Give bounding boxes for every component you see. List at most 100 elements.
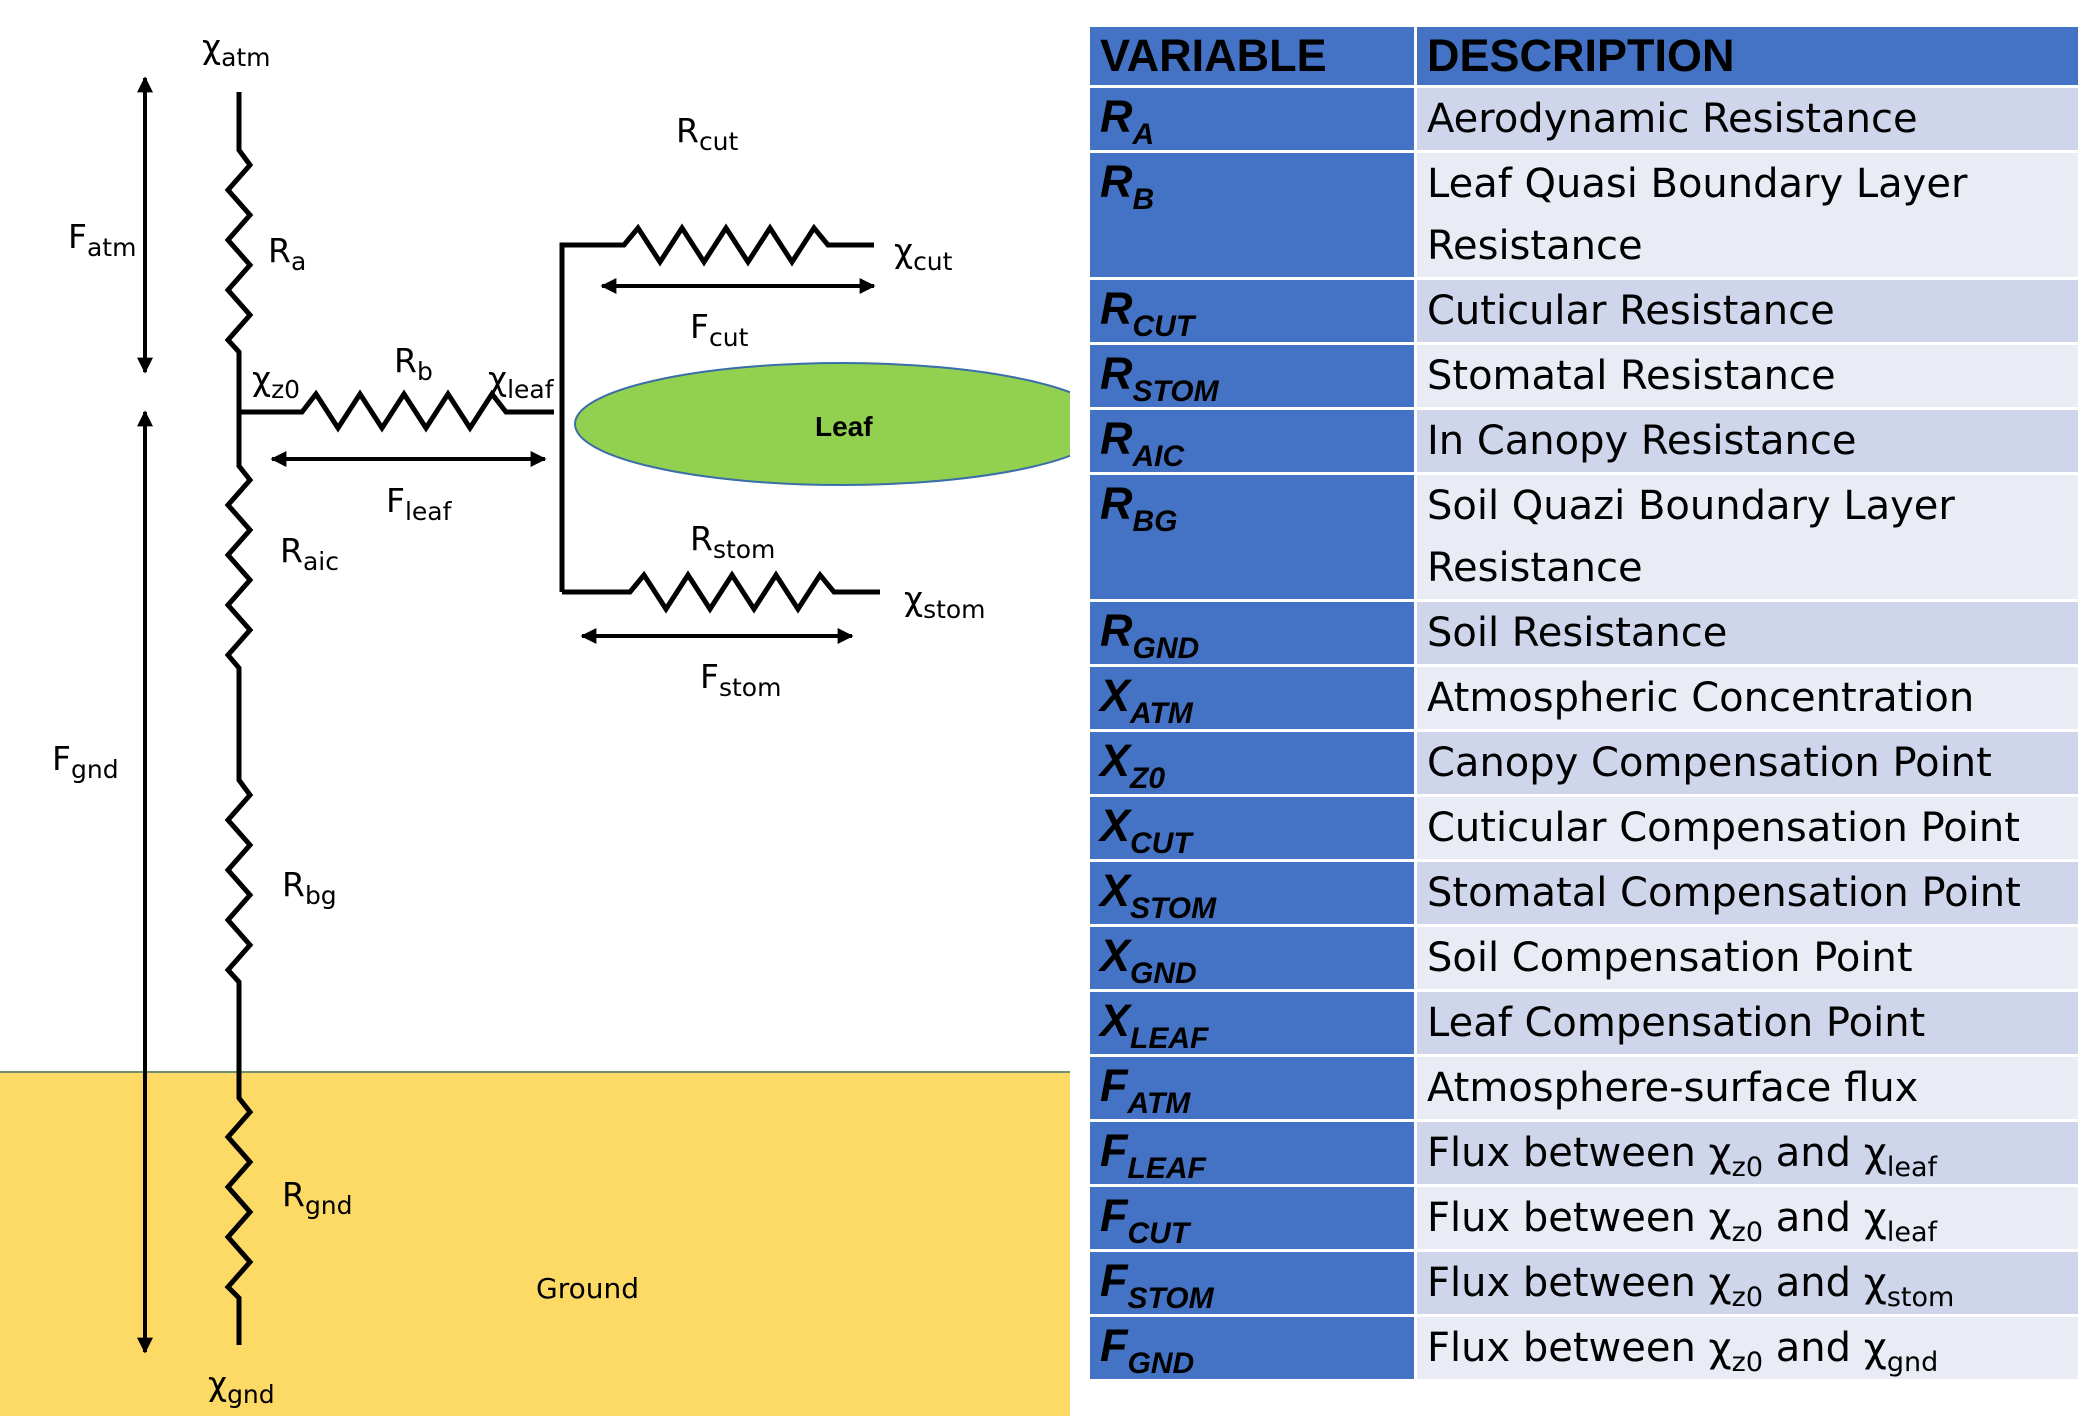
description-cell: In Canopy Resistance xyxy=(1414,407,2078,475)
flux-label-cut: Fcut xyxy=(690,307,749,352)
variable-cell: XATM xyxy=(1087,664,1417,732)
variable-cell: RGND xyxy=(1087,599,1417,667)
variable-cell: XZ0 xyxy=(1087,729,1417,797)
description-text: Cuticular Compensation Point xyxy=(1427,805,2020,851)
variable-cell: FGND xyxy=(1087,1314,1417,1382)
variable-cell: FCUT xyxy=(1087,1184,1417,1252)
description-cell: Stomatal Resistance xyxy=(1414,342,2078,410)
description-text: Atmosphere-surface flux xyxy=(1427,1065,1919,1111)
variable-symbol: R xyxy=(1100,478,1133,529)
header-description: DESCRIPTION xyxy=(1414,24,2078,88)
variable-subscript: CUT xyxy=(1130,827,1192,860)
description-symbol-a-sub: z0 xyxy=(1731,1152,1764,1183)
variable-symbol: F xyxy=(1100,1060,1128,1111)
variable-cell: RB xyxy=(1087,150,1417,280)
resistor-label-stom: Rstom xyxy=(690,519,775,564)
description-cell: Stomatal Compensation Point xyxy=(1414,859,2078,927)
flux-label-gnd: Fgnd xyxy=(52,739,119,784)
description-symbol-b-sub: stom xyxy=(1886,1282,1955,1313)
description-symbol-b: χ xyxy=(1863,1130,1887,1176)
description-text: Leaf Quasi Boundary Layer Resistance xyxy=(1427,161,1968,269)
description-text: Leaf Compensation Point xyxy=(1427,1000,1926,1046)
variable-subscript: ATM xyxy=(1130,697,1193,730)
variable-cell: XCUT xyxy=(1087,794,1417,862)
flux-label-leaf: Fleaf xyxy=(386,481,453,526)
variable-symbol: X xyxy=(1100,930,1131,981)
description-text: Aerodynamic Resistance xyxy=(1427,96,1918,142)
resistor-label-bg: Rbg xyxy=(282,865,337,910)
variable-symbol: X xyxy=(1100,865,1131,916)
resistance-diagram: Ground Leaf χatm χz0 χleaf χcut χstom χg… xyxy=(0,27,1080,1416)
variable-symbol: X xyxy=(1100,670,1131,721)
cut-branch-wire xyxy=(559,223,874,592)
description-symbol-b-sub: gnd xyxy=(1886,1347,1939,1378)
variable-cell: FATM xyxy=(1087,1054,1417,1122)
description-text: Soil Compensation Point xyxy=(1427,935,1913,981)
variable-symbol: F xyxy=(1100,1255,1128,1306)
variable-subscript: ATM xyxy=(1127,1087,1191,1120)
variable-symbol: R xyxy=(1100,605,1133,656)
description-symbol-b: χ xyxy=(1863,1325,1887,1371)
resistor-label-aic: Raic xyxy=(280,531,339,576)
description-symbol-a: χ xyxy=(1708,1195,1732,1241)
variable-subscript: LEAF xyxy=(1130,1022,1209,1055)
variable-symbol: R xyxy=(1100,156,1133,207)
description-symbol-a-sub: z0 xyxy=(1731,1217,1764,1248)
variable-symbol: X xyxy=(1100,735,1131,786)
resistor-label-gnd: Rgnd xyxy=(282,1175,353,1220)
description-symbol-a: χ xyxy=(1708,1130,1732,1176)
description-cell: Flux between χz0 and χleaf xyxy=(1414,1119,2078,1187)
description-symbol-b-sub: leaf xyxy=(1886,1217,1937,1248)
variable-subscript: STOM xyxy=(1130,892,1217,925)
variable-cell: RBG xyxy=(1087,472,1417,602)
node-label-leaf: χleaf xyxy=(488,359,555,404)
description-text: Flux between xyxy=(1427,1195,1696,1241)
description-symbol-b-sub: leaf xyxy=(1886,1152,1937,1183)
resistor-label-b: Rb xyxy=(394,341,433,386)
variable-cell: XSTOM xyxy=(1087,859,1417,927)
variable-subscript: GND xyxy=(1130,957,1197,990)
description-cell: Leaf Quasi Boundary Layer Resistance xyxy=(1414,150,2078,280)
variable-subscript: AIC xyxy=(1132,440,1185,473)
variable-subscript: GND xyxy=(1132,632,1200,665)
description-text: Atmospheric Concentration xyxy=(1427,675,1975,721)
node-label-cut: χcut xyxy=(894,231,953,276)
table-header-row: VARIABLE DESCRIPTION xyxy=(1087,24,2078,88)
description-cell: Flux between χz0 and χleaf xyxy=(1414,1184,2078,1252)
description-text: Stomatal Compensation Point xyxy=(1427,870,2021,916)
resistor-label-a: Ra xyxy=(268,231,306,276)
variable-subscript: CUT xyxy=(1132,310,1195,343)
description-text: Stomatal Resistance xyxy=(1427,353,1836,399)
variable-subscript: A xyxy=(1132,118,1155,151)
description-symbol-and: and xyxy=(1775,1325,1851,1371)
variable-cell: RCUT xyxy=(1087,277,1417,345)
variable-cell: FLEAF xyxy=(1087,1119,1417,1187)
variable-symbol: X xyxy=(1100,995,1131,1046)
variable-cell: XLEAF xyxy=(1087,989,1417,1057)
description-cell: Soil Resistance xyxy=(1414,599,2078,667)
description-cell: Flux between χz0 and χstom xyxy=(1414,1249,2078,1317)
variable-cell: XGND xyxy=(1087,924,1417,992)
node-label-atm: χatm xyxy=(202,27,271,72)
description-text: Cuticular Resistance xyxy=(1427,288,1835,334)
description-symbol-a-sub: z0 xyxy=(1731,1282,1764,1313)
variable-symbol: R xyxy=(1100,348,1133,399)
variable-symbol: F xyxy=(1100,1320,1128,1371)
variable-subscript: BG xyxy=(1132,505,1178,538)
description-text: Soil Resistance xyxy=(1427,610,1728,656)
description-cell: Soil Quazi Boundary Layer Resistance xyxy=(1414,472,2078,602)
flux-label-stom: Fstom xyxy=(700,657,781,702)
variable-subscript: LEAF xyxy=(1127,1152,1206,1185)
leaf-label: Leaf xyxy=(815,411,873,442)
